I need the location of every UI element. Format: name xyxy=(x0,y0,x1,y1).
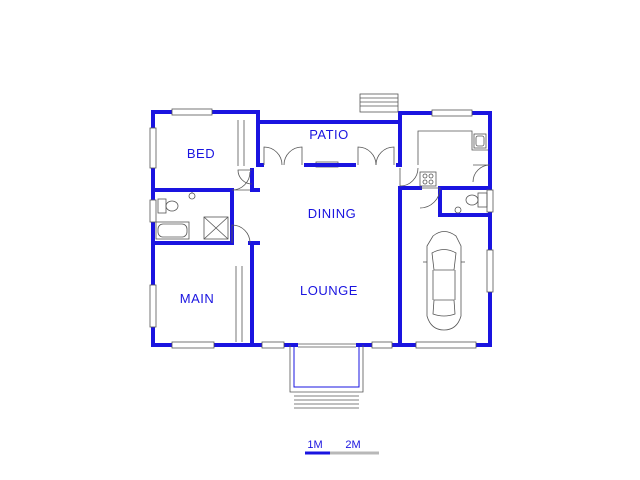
laundry-fixtures xyxy=(454,192,488,214)
scale-label-1m: 1M xyxy=(307,439,322,451)
interior-doors xyxy=(231,164,491,244)
bed-cupboard xyxy=(237,120,245,166)
bathroom-fixtures xyxy=(155,192,229,240)
room-label-lounge: LOUNGE xyxy=(300,283,358,298)
room-label-bed: BED xyxy=(187,146,215,161)
scale-bar: 1M 2M xyxy=(305,439,379,455)
room-label-dining: DINING xyxy=(308,206,357,221)
front-entrance xyxy=(289,342,364,409)
room-label-patio: PATIO xyxy=(309,127,349,142)
scale-label-2m: 2M xyxy=(345,439,360,451)
car-icon xyxy=(423,231,465,331)
windows xyxy=(149,108,494,349)
main-cupboard xyxy=(235,266,243,342)
rear-steps xyxy=(359,93,399,113)
room-label-main: MAIN xyxy=(180,291,215,306)
patio-doors xyxy=(256,146,402,168)
kitchen-fixtures xyxy=(417,130,488,187)
